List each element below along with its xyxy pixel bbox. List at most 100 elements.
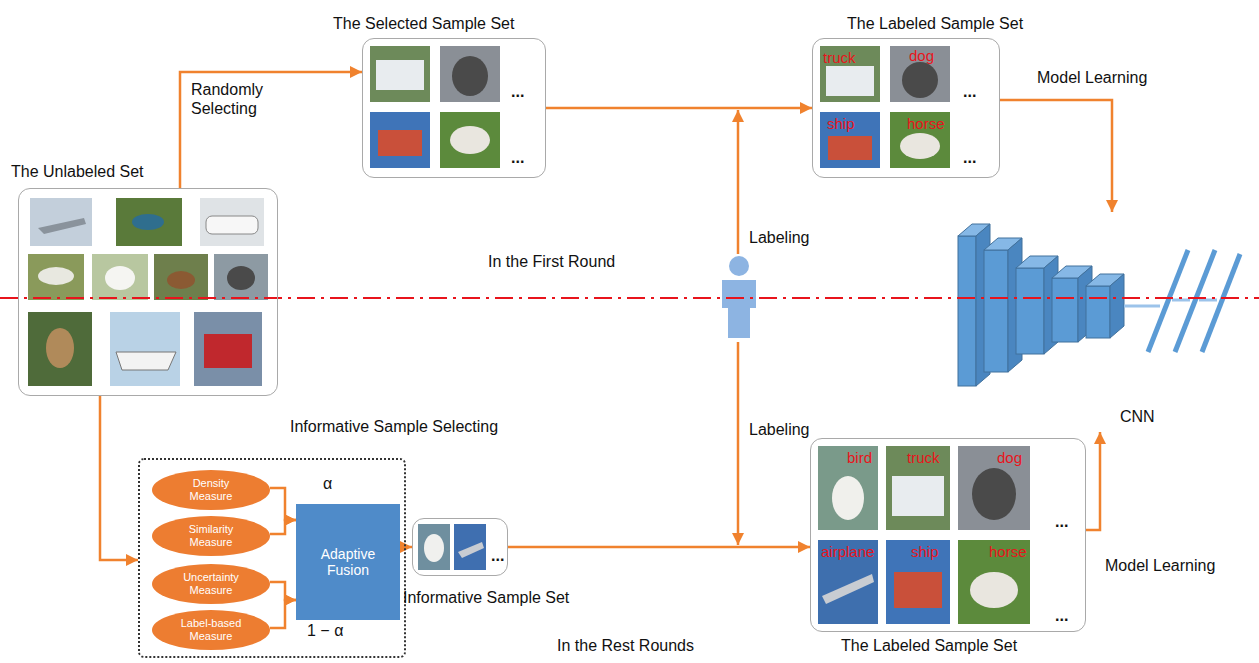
flow-arrow	[270, 520, 296, 534]
measure-name: Uncertainty Measure	[175, 571, 247, 596]
flow-arrow	[270, 582, 296, 600]
class-label: dog	[909, 47, 934, 64]
photo	[440, 112, 500, 168]
photo	[206, 216, 258, 234]
photo	[378, 130, 422, 156]
labeling-arrow	[737, 110, 740, 254]
set-heading: Informative Sample Selecting	[290, 418, 498, 436]
labeling-arrow	[737, 342, 740, 545]
set-heading: The Labeled Sample Set	[841, 637, 1017, 655]
photo	[818, 446, 878, 530]
sample-thumbnails	[370, 46, 1030, 624]
flow-arrow	[270, 488, 296, 520]
photo	[972, 468, 1016, 520]
photo	[28, 254, 84, 300]
photo	[110, 312, 180, 386]
note-label: Labeling	[748, 420, 811, 439]
photo	[958, 446, 1030, 530]
class-label: bird	[847, 449, 872, 466]
cnn-model: CNN	[955, 212, 1245, 432]
layer-block	[1086, 286, 1110, 338]
photo	[204, 334, 252, 368]
photo	[886, 540, 950, 624]
image-set-box: The Selected Sample Set......	[362, 38, 546, 178]
photo	[28, 312, 92, 386]
photo	[902, 62, 938, 98]
photo	[167, 271, 195, 289]
note-label: In the First Round	[487, 252, 616, 271]
measure-ellipse: Density Measure	[152, 470, 270, 510]
ellipsis: ...	[491, 547, 504, 565]
measure-name: Similarity Measure	[175, 523, 247, 548]
set-heading: The Unlabeled Set	[11, 163, 144, 181]
photo	[376, 60, 424, 90]
photo	[886, 446, 950, 530]
image-set-box: The Labeled Sample Settruckdogshiphorse.…	[812, 38, 1000, 178]
photo	[890, 46, 950, 102]
ellipsis: ...	[963, 83, 976, 101]
arrow-label: Randomly Selecting	[190, 80, 284, 118]
photo	[452, 56, 488, 96]
photo	[46, 328, 74, 368]
photo	[894, 572, 942, 608]
photo	[450, 126, 490, 154]
class-label: horse	[989, 543, 1027, 560]
photo	[200, 198, 264, 246]
note-label: Labeling	[748, 228, 811, 247]
round-divider	[0, 297, 1259, 299]
photo	[370, 46, 430, 102]
photo	[214, 254, 268, 300]
photo	[132, 214, 164, 230]
photo	[892, 476, 944, 516]
flow-arrow	[546, 107, 812, 110]
set-heading: CNN	[1120, 408, 1155, 426]
selection-group: Informative Sample SelectingDensity Meas…	[138, 458, 406, 658]
arrow-label: 1 − α	[306, 621, 344, 640]
image-set-box: The Unlabeled Set	[18, 188, 278, 396]
photo	[227, 266, 255, 290]
set-heading: The Selected Sample Set	[333, 15, 514, 33]
class-label: ship	[911, 543, 939, 560]
photo	[970, 572, 1018, 608]
photo	[900, 133, 940, 159]
class-label: dog	[997, 449, 1022, 466]
person-head	[729, 256, 749, 276]
set-heading: The Labeled Sample Set	[847, 15, 1023, 33]
photo	[30, 198, 92, 246]
fusion-name: Adaptive Fusion	[306, 546, 390, 578]
arrow-label: α	[322, 474, 333, 493]
flow-arrow	[100, 396, 138, 560]
class-label: truck	[823, 49, 856, 66]
ellipsis: ...	[511, 149, 524, 167]
measure-name: Label-based Measure	[175, 617, 247, 642]
photo	[818, 540, 878, 624]
measure-ellipse: Uncertainty Measure	[152, 564, 270, 604]
arrow-label: Model Learning	[1036, 68, 1148, 87]
photo	[458, 542, 484, 558]
image-set-box: The Labeled Sample Setbirdtruckdogairpla…	[810, 438, 1086, 632]
flow-arrow	[180, 72, 362, 188]
photo	[92, 254, 148, 300]
flow-arrow	[1086, 432, 1100, 530]
photo	[424, 534, 444, 562]
photo	[832, 476, 864, 520]
flow-arrow	[400, 546, 412, 549]
layer-block	[984, 250, 1008, 372]
photo	[105, 266, 135, 290]
ellipsis: ...	[511, 83, 524, 101]
class-label: airplane	[821, 543, 874, 560]
photo	[820, 112, 880, 168]
ellipsis: ...	[1055, 513, 1068, 531]
layer-block	[958, 236, 976, 386]
layer-block	[1110, 274, 1124, 338]
set-heading: Informative Sample Set	[403, 589, 569, 607]
photo	[38, 267, 74, 285]
ellipsis: ...	[1055, 607, 1068, 625]
photo	[454, 524, 486, 570]
flow-line	[1124, 305, 1160, 308]
photo	[440, 46, 500, 102]
layer-block	[1052, 278, 1078, 342]
